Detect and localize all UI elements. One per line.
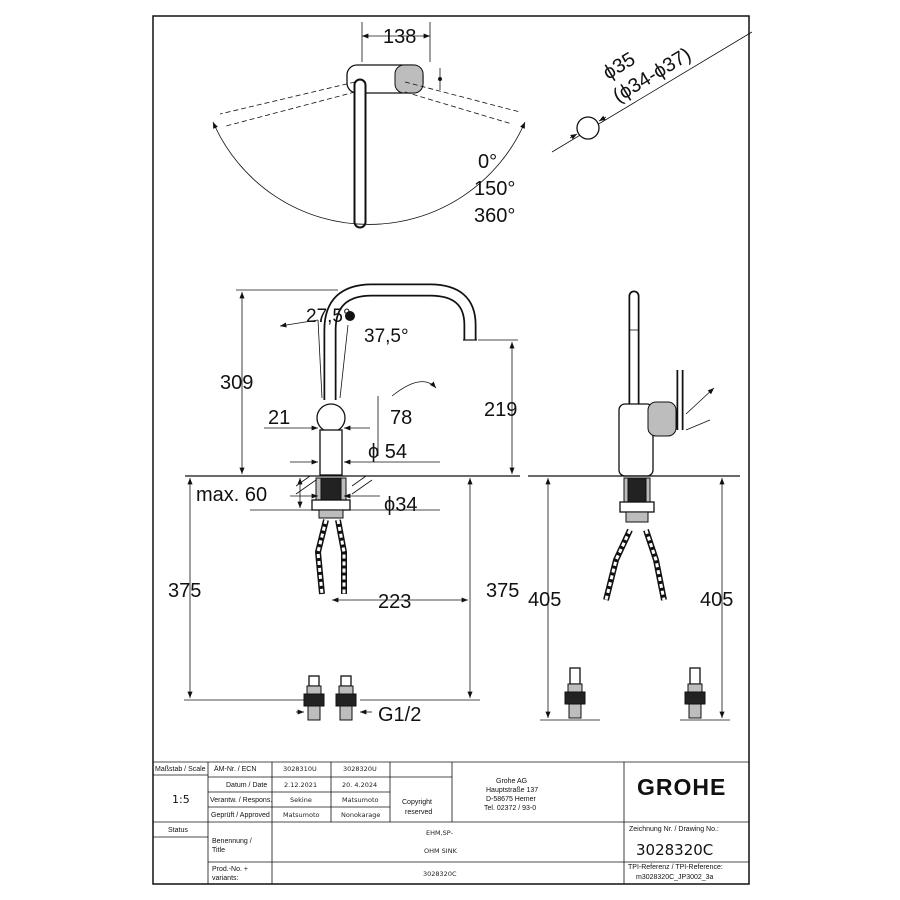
dim-diameter-54: ϕ 54 [368,441,407,463]
responsible-label: Verantw. / Respons. [210,797,272,804]
title-label-2: Title [212,847,225,854]
dim-max-60: max. 60 [196,484,267,506]
company-street: Hauptstraße 137 [486,787,538,794]
approved-2: Nonokarage [341,811,380,819]
dim-375-left: 375 [168,580,201,602]
date-label: Datum / Date [226,782,267,789]
dim-138: 138 [383,26,416,48]
fitting-right [335,675,357,721]
ecn-label: ÄM-Nr. / ECN [214,765,256,773]
grohe-logo: GROHE [637,774,726,800]
title-label-1: Benennung / [212,838,252,845]
copyright-text: Copyright [402,799,432,806]
side-view: 405 405 [528,290,740,721]
hole-diameter-detail: ϕ35 (ϕ34-ϕ37) [551,31,753,153]
prod-label-2: variants: [212,875,239,882]
angle-150: 150° [474,178,515,200]
responsible-2: Matsumoto [342,796,379,804]
prod-label-1: Prod.-No. + [212,866,248,873]
fitting-left [303,675,325,721]
title-block: Maßstab / Scale 1:5 ÄM-Nr. / ECN 3028310… [153,761,749,884]
dim-405-right: 405 [700,589,733,611]
status-label: Status [168,827,188,834]
dim-309: 309 [220,372,253,394]
drawing-no-label: Zeichnung Nr. / Drawing No.: [629,826,719,833]
dim-21: 21 [268,407,290,429]
ecn-2: 3028320U [343,765,377,773]
thread-g1-2: G1/2 [378,704,421,726]
company-name: Grohe AG [496,778,527,785]
scale-label: Maßstab / Scale [155,766,206,773]
dim-405-left: 405 [528,589,561,611]
title-line-1: EHM,SP- [426,829,454,837]
approved-1: Matsumoto [283,811,320,819]
angle-27-5: 27,5° [306,306,351,327]
tpi-label: TPI-Referenz / TPI-Reference: [628,864,723,871]
reserved-text: reserved [405,809,432,816]
front-view: 309 219 27,5° 37,5° 21 78 ϕ 54 [168,283,520,726]
side-fitting-right [684,667,706,719]
dim-219: 219 [484,399,517,421]
dim-375-right: 375 [486,580,519,602]
angle-0: 0° [478,151,497,173]
date-2: 20. 4.2024 [342,781,377,789]
company-tel: Tel. 02372 / 93-0 [484,805,536,812]
angle-37-5: 37,5° [364,326,409,347]
title-line-2: OHM SINK [424,847,458,855]
company-city: D-58675 Hemer [486,796,536,803]
top-view: 138 0° 150° 360° [212,22,526,229]
drawing-frame [152,15,750,885]
tpi-value: m3028320C_JP3002_3a [636,874,714,881]
ecn-1: 3028310U [283,765,317,773]
scale-value: 1:5 [172,793,190,806]
responsible-1: Sekine [290,796,312,804]
angle-360: 360° [474,205,515,227]
side-fitting-left [564,667,586,719]
dim-223: 223 [378,591,411,613]
date-1: 2.12.2021 [284,781,317,789]
prod-value: 3028320C [423,870,457,878]
dim-78: 78 [390,407,412,429]
drawing-no: 3028320C [636,841,713,859]
dim-diameter-34: ϕ34 [384,494,417,516]
approved-label: Geprüft / Approved [211,812,270,819]
